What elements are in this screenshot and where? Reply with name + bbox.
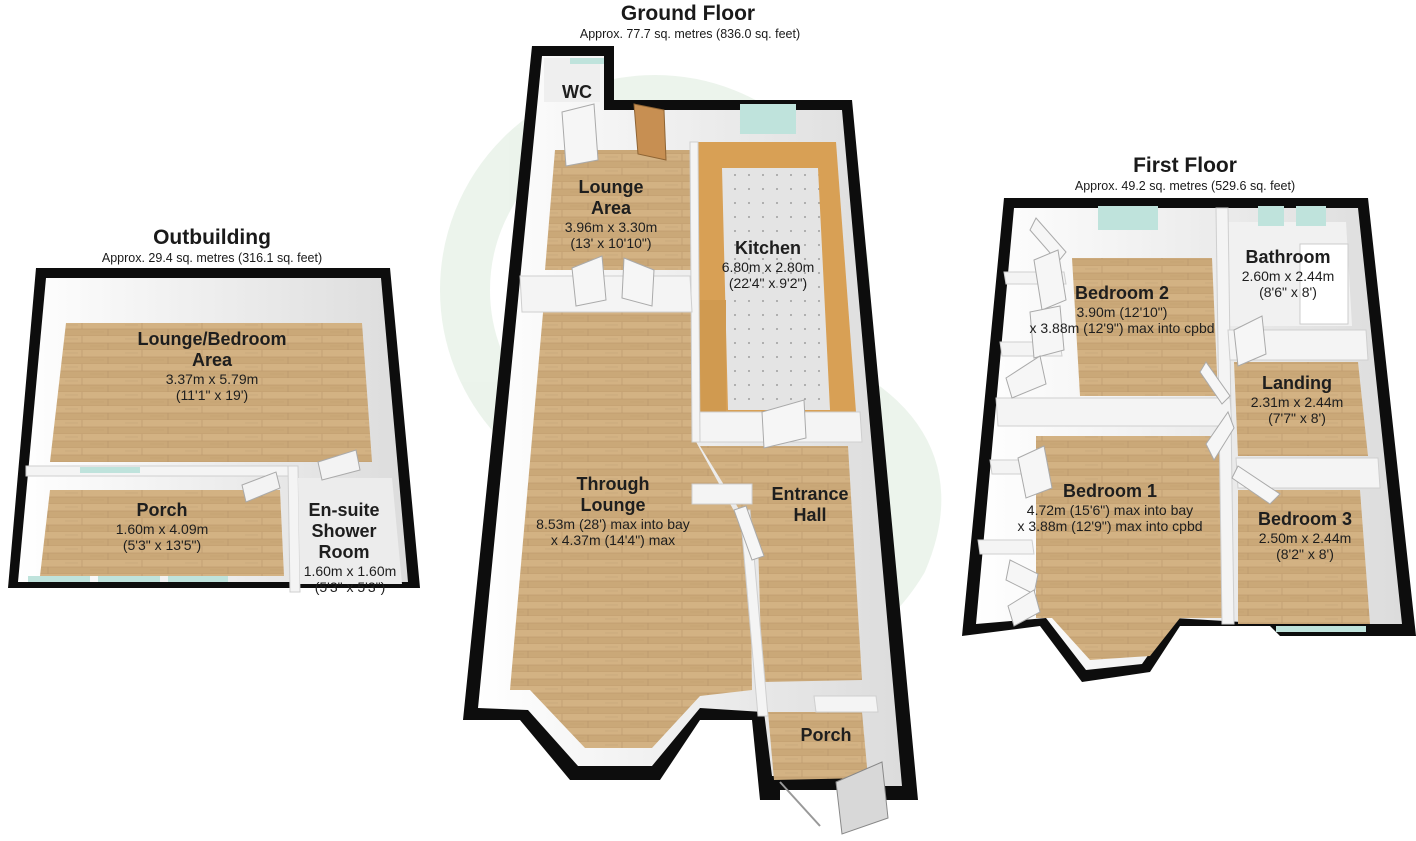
room-dim-outbuilding-porch-metric: 1.60m x 4.09m (116, 521, 209, 537)
room-dim-lounge-bedroom-metric: 3.37m x 5.79m (166, 371, 259, 387)
ground-floor (463, 46, 918, 835)
room-name-kitchen: Kitchen (735, 238, 801, 258)
room-name-through-lounge: Through (577, 474, 650, 494)
outbuilding-area: Approx. 29.4 sq. metres (316.1 sq. feet) (102, 251, 322, 265)
room-name-lounge-area: Lounge (579, 177, 644, 197)
room-dim-bedroom-2-2: x 3.88m (12'9") max into cpbd (1029, 320, 1214, 336)
ground-floor-title: Ground Floor (621, 2, 755, 25)
room-dim-bedroom-1-1: 4.72m (15'6") max into bay (1027, 502, 1193, 518)
room-dim-landing-imperial: (7'7" x 8') (1268, 410, 1326, 426)
room-name-through-lounge-2: Lounge (581, 495, 646, 515)
room-name-ensuite: En-suite (308, 500, 379, 520)
room-name-entrance-hall: Entrance (771, 484, 848, 504)
room-name-bathroom: Bathroom (1246, 247, 1331, 267)
room-name-outbuilding-porch: Porch (136, 500, 187, 520)
room-dim-bathroom-imperial: (8'6" x 8') (1259, 284, 1317, 300)
first-floor-area: Approx. 49.2 sq. metres (529.6 sq. feet) (1075, 179, 1295, 193)
room-name-landing: Landing (1262, 373, 1332, 393)
room-dim-through-lounge-2: x 4.37m (14'4") max (551, 532, 675, 548)
ground-floor-area: Approx. 77.7 sq. metres (836.0 sq. feet) (580, 27, 800, 41)
room-dim-kitchen-imperial: (22'4" x 9'2") (729, 275, 807, 291)
room-name-bedroom-1: Bedroom 1 (1063, 481, 1157, 501)
first-floor-title: First Floor (1133, 154, 1237, 177)
room-name-entrance-hall-2: Hall (793, 505, 826, 525)
room-dim-kitchen-metric: 6.80m x 2.80m (722, 259, 815, 275)
room-dim-through-lounge-1: 8.53m (28') max into bay (536, 516, 690, 532)
room-dim-bedroom-3-imperial: (8'2" x 8') (1276, 546, 1334, 562)
room-dim-bedroom-2-1: 3.90m (12'10") (1077, 304, 1168, 320)
room-dim-ensuite-metric: 1.60m x 1.60m (304, 563, 397, 579)
room-dim-bathroom-metric: 2.60m x 2.44m (1242, 268, 1335, 284)
room-dim-lounge-area-imperial: (13' x 10'10") (570, 235, 651, 251)
room-name-lounge-area-2: Area (591, 198, 632, 218)
room-name-ensuite-2: Shower (311, 521, 376, 541)
room-dim-outbuilding-porch-imperial: (5'3" x 13'5") (123, 537, 201, 553)
room-dim-lounge-bedroom-imperial: (11'1" x 19') (176, 387, 248, 403)
outbuilding-floor (8, 268, 420, 593)
room-dim-bedroom-1-2: x 3.88m (12'9") max into cpbd (1017, 518, 1202, 534)
first-floor (962, 198, 1416, 682)
room-name-ensuite-3: Room (319, 542, 370, 562)
room-name-bedroom-2: Bedroom 2 (1075, 283, 1169, 303)
room-dim-landing-metric: 2.31m x 2.44m (1251, 394, 1344, 410)
room-dim-ensuite-imperial: (5'3" x 5'3") (315, 579, 386, 595)
room-dim-lounge-area-metric: 3.96m x 3.30m (565, 219, 658, 235)
outbuilding-title: Outbuilding (153, 226, 271, 249)
room-name-lounge-bedroom-2: Area (192, 350, 233, 370)
room-name-ground-porch: Porch (800, 725, 851, 745)
room-name-bedroom-3: Bedroom 3 (1258, 509, 1352, 529)
room-name-lounge-bedroom: Lounge/Bedroom (138, 329, 287, 349)
room-dim-bedroom-3-metric: 2.50m x 2.44m (1259, 530, 1352, 546)
room-name-wc: WC (562, 82, 592, 102)
